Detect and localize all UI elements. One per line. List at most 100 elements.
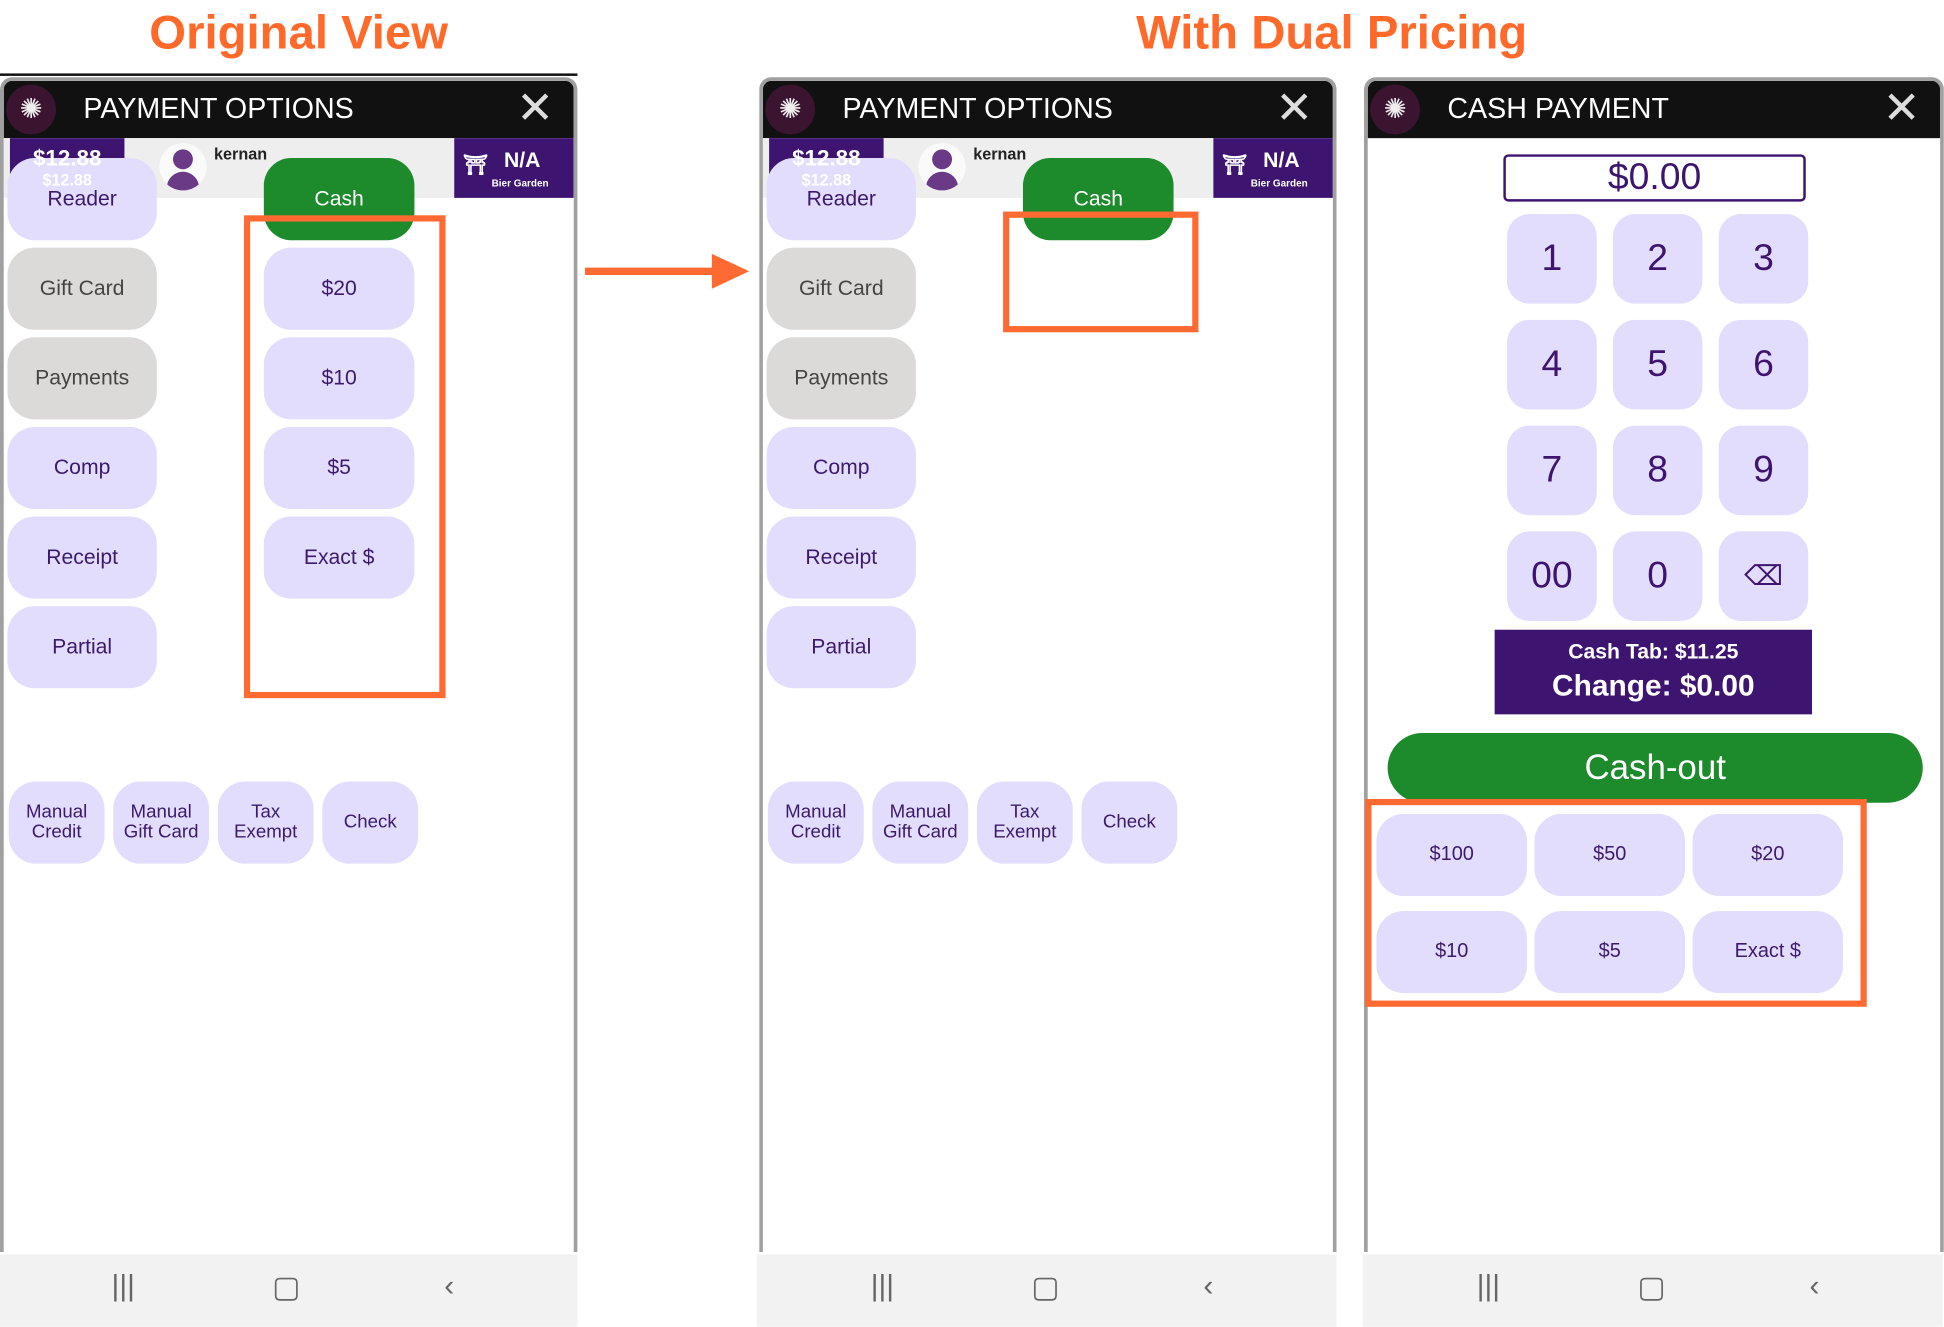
user-avatar-icon bbox=[918, 143, 966, 191]
back-icon[interactable]: ‹ bbox=[1203, 1269, 1214, 1303]
bottom-button-manual-credit[interactable]: Manual Credit bbox=[767, 781, 864, 864]
keypad-key-6[interactable]: 6 bbox=[1718, 319, 1809, 410]
keypad-key-2[interactable]: 2 bbox=[1612, 214, 1703, 304]
avatar-body bbox=[166, 171, 200, 191]
close-icon[interactable]: ✕ bbox=[516, 82, 554, 134]
android-nav-bar: ||| ▢ ‹ bbox=[756, 1254, 1337, 1327]
bottom-button-manual-gift-card[interactable]: Manual Gift Card bbox=[872, 781, 969, 864]
back-icon[interactable]: ‹ bbox=[1809, 1269, 1820, 1303]
keypad-key-7[interactable]: 7 bbox=[1507, 425, 1597, 516]
cash-tab-amount: Cash Tab: $11.25 bbox=[1568, 639, 1739, 664]
order-subtotal: $12.88 bbox=[801, 170, 852, 190]
cash-button--5[interactable]: $5 bbox=[263, 426, 415, 510]
panel-title: PAYMENT OPTIONS bbox=[842, 92, 1113, 125]
quick-amount--20[interactable]: $20 bbox=[1692, 813, 1844, 897]
payment-button-reader[interactable]: Reader bbox=[7, 158, 157, 241]
panel-title: CASH PAYMENT bbox=[1447, 92, 1669, 125]
bottom-button-manual-credit[interactable]: Manual Credit bbox=[8, 781, 105, 864]
caption-with-dual-pricing: With Dual Pricing bbox=[1136, 7, 1528, 60]
quick-amount--100[interactable]: $100 bbox=[1376, 813, 1528, 897]
backspace-icon[interactable]: ⌫ bbox=[1718, 531, 1809, 622]
order-total: $12.88 bbox=[32, 145, 102, 171]
order-total: $12.88 bbox=[792, 145, 861, 171]
payment-button-reader[interactable]: Reader bbox=[766, 158, 916, 241]
back-icon[interactable]: ‹ bbox=[444, 1269, 455, 1303]
keypad-key-00[interactable]: 00 bbox=[1507, 531, 1597, 622]
cash-button-cash[interactable]: Cash bbox=[1022, 158, 1174, 241]
payment-button-receipt[interactable]: Receipt bbox=[7, 516, 157, 599]
bottom-button-tax-exempt[interactable]: Tax Exempt bbox=[976, 781, 1073, 864]
android-nav-bar: ||| ▢ ‹ bbox=[0, 1254, 578, 1327]
quick-amount--5[interactable]: $5 bbox=[1534, 910, 1686, 994]
area-name: Bier Garden bbox=[1250, 177, 1308, 190]
header-bar: ✺ PAYMENT OPTIONS ✕ bbox=[762, 80, 1333, 139]
home-icon[interactable]: ▢ bbox=[1031, 1270, 1060, 1305]
bottom-button-manual-gift-card[interactable]: Manual Gift Card bbox=[113, 781, 210, 864]
area-name: Bier Garden bbox=[491, 177, 549, 190]
cash-button-cash[interactable]: Cash bbox=[263, 158, 415, 241]
payment-button-payments[interactable]: Payments bbox=[766, 337, 916, 420]
recent-apps-icon[interactable]: ||| bbox=[870, 1269, 894, 1303]
table-icon: ⛩ bbox=[1222, 155, 1248, 177]
quick-amount-exact-[interactable]: Exact $ bbox=[1692, 910, 1844, 994]
table-info-box[interactable]: ⛩ N/A Bier Garden bbox=[454, 138, 574, 198]
table-number: N/A bbox=[1263, 148, 1300, 172]
android-nav-bar: ||| ▢ ‹ bbox=[1362, 1254, 1943, 1327]
recent-apps-icon[interactable]: ||| bbox=[111, 1269, 135, 1303]
highlight-box-quick-amounts bbox=[1365, 798, 1867, 1007]
payment-button-payments[interactable]: Payments bbox=[7, 337, 157, 420]
table-info-box[interactable]: ⛩ N/A Bier Garden bbox=[1213, 138, 1333, 198]
payment-button-gift-card[interactable]: Gift Card bbox=[766, 247, 916, 330]
order-subtotal: $12.88 bbox=[42, 170, 92, 190]
keypad-key-0[interactable]: 0 bbox=[1612, 531, 1703, 622]
cash-out-button[interactable]: Cash-out bbox=[1387, 733, 1923, 803]
table-number: N/A bbox=[504, 148, 541, 172]
cash-button--10[interactable]: $10 bbox=[263, 337, 415, 420]
amount-field[interactable]: $0.00 bbox=[1503, 154, 1806, 202]
payment-button-comp[interactable]: Comp bbox=[7, 426, 157, 510]
cash-button--20[interactable]: $20 bbox=[263, 247, 415, 330]
cash-button-exact-[interactable]: Exact $ bbox=[263, 516, 415, 599]
payment-button-receipt[interactable]: Receipt bbox=[766, 516, 916, 599]
keypad-key-4[interactable]: 4 bbox=[1507, 319, 1597, 410]
header-bar: ✺ CASH PAYMENT ✕ bbox=[1367, 80, 1941, 139]
close-icon[interactable]: ✕ bbox=[1882, 82, 1921, 134]
keypad-key-3[interactable]: 3 bbox=[1718, 214, 1809, 304]
user-avatar-icon bbox=[159, 143, 207, 191]
header-bar: ✺PAYMENT OPTIONS✕ bbox=[3, 80, 574, 139]
highlight-box-cash bbox=[1003, 211, 1199, 333]
keypad-key-1[interactable]: 1 bbox=[1507, 214, 1597, 304]
bottom-button-check[interactable]: Check bbox=[322, 781, 419, 864]
brain-lightbulb-logo-icon: ✺ bbox=[1370, 84, 1420, 135]
brain-lightbulb-logo-icon: ✺ bbox=[765, 84, 816, 135]
home-icon[interactable]: ▢ bbox=[272, 1270, 301, 1305]
quick-amount--10[interactable]: $10 bbox=[1376, 910, 1528, 994]
avatar-head bbox=[932, 149, 953, 170]
keypad-key-5[interactable]: 5 bbox=[1612, 319, 1703, 410]
arrow-icon bbox=[584, 253, 750, 289]
avatar-body bbox=[925, 171, 959, 191]
payment-button-partial[interactable]: Partial bbox=[766, 606, 916, 689]
payment-button-gift-card[interactable]: Gift Card bbox=[7, 247, 157, 330]
server-name: kernan bbox=[214, 144, 268, 164]
bottom-button-tax-exempt[interactable]: Tax Exempt bbox=[217, 781, 314, 864]
keypad-key-9[interactable]: 9 bbox=[1718, 425, 1809, 516]
keypad-key-8[interactable]: 8 bbox=[1612, 425, 1703, 516]
home-icon[interactable]: ▢ bbox=[1637, 1270, 1666, 1305]
change-amount: Change: $0.00 bbox=[1552, 669, 1755, 704]
payment-button-comp[interactable]: Comp bbox=[766, 426, 916, 510]
payment-button-partial[interactable]: Partial bbox=[7, 606, 157, 689]
panel-title: PAYMENT OPTIONS bbox=[83, 92, 354, 125]
caption-original-view: Original View bbox=[149, 7, 449, 60]
divider bbox=[0, 73, 578, 76]
close-icon[interactable]: ✕ bbox=[1275, 82, 1313, 134]
recent-apps-icon[interactable]: ||| bbox=[1476, 1269, 1501, 1303]
quick-amount--50[interactable]: $50 bbox=[1534, 813, 1686, 897]
bottom-button-check[interactable]: Check bbox=[1081, 781, 1178, 864]
table-icon: ⛩ bbox=[462, 155, 489, 177]
